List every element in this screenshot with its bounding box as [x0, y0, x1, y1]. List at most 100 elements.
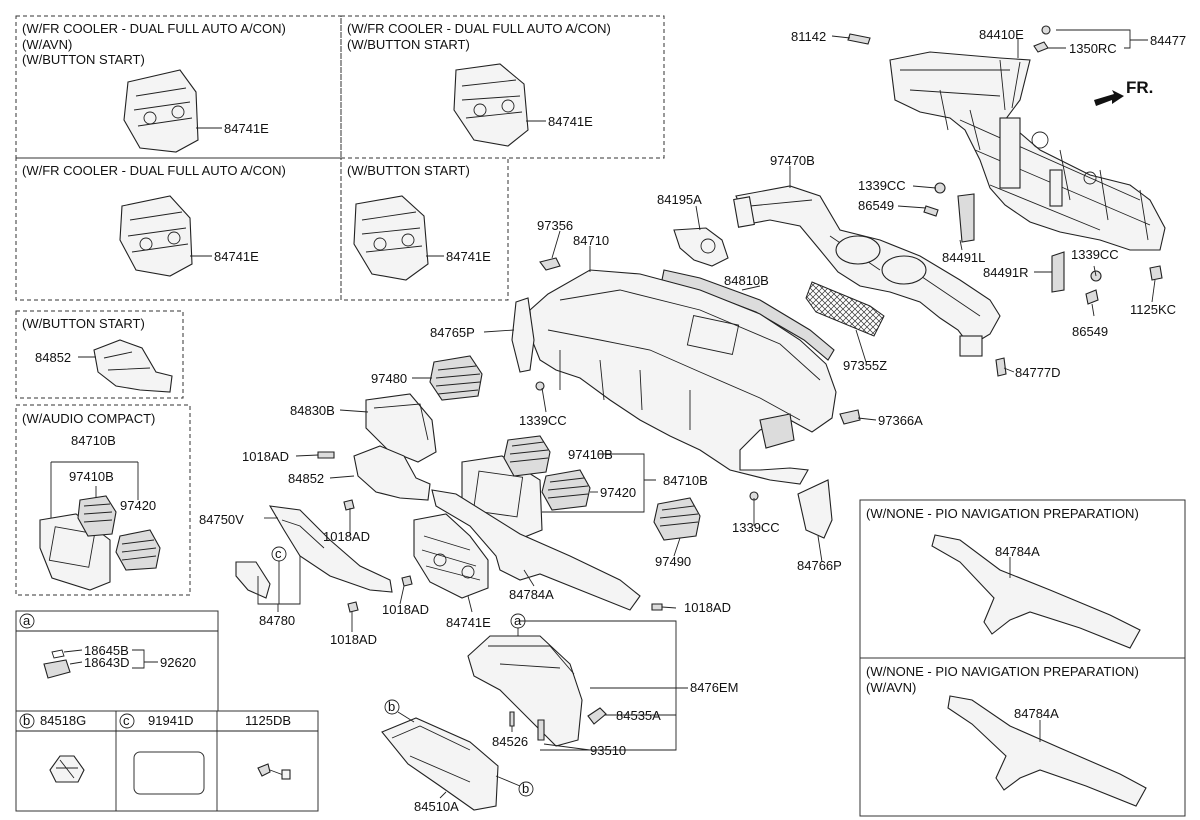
part-84526: 84526 — [492, 734, 528, 749]
center-vent-97420 — [541, 469, 591, 511]
box6-part-84710B: 84710B — [71, 433, 116, 448]
part-1018AD-3: 1018AD — [382, 602, 429, 617]
part-97355Z: 97355Z — [843, 358, 887, 373]
cluster-housing-84830B — [365, 393, 437, 463]
box3-caption-1: (W/FR COOLER - DUAL FULL AUTO A/CON) — [22, 163, 286, 178]
option-box-8: (W/NONE - PIO NAVIGATION PREPARATION) (W… — [859, 657, 1186, 817]
leader-lines — [257, 29, 1156, 799]
option-box-4: (W/BUTTON START) 84741E — [340, 157, 509, 301]
part-84741E: 84741E — [446, 615, 491, 630]
box8-caption-1: (W/NONE - PIO NAVIGATION PREPARATION) — [866, 664, 1139, 679]
box1-caption-2: (W/AVN) — [22, 37, 72, 52]
box5-caption-1: (W/BUTTON START) — [22, 316, 145, 331]
small-cover-84780 — [235, 561, 271, 599]
legend-a-symbol: a — [23, 613, 31, 628]
part-84710B: 84710B — [663, 473, 708, 488]
legend-part-91941D: 91941D — [148, 713, 194, 728]
legend-part-18643D: 18643D — [84, 655, 130, 670]
part-84784A: 84784A — [509, 587, 554, 602]
part-84830B: 84830B — [290, 403, 335, 418]
legend-table: a 18645B 18643D 92620 b 84518G c 91941D … — [15, 610, 319, 812]
vent-97490 — [653, 497, 701, 541]
box2-caption-2: (W/BUTTON START) — [347, 37, 470, 52]
part-97410B: 97410B — [568, 447, 613, 462]
box5-part-84852: 84852 — [35, 350, 71, 365]
option-box-7: (W/NONE - PIO NAVIGATION PREPARATION) 84… — [859, 499, 1186, 659]
box6-caption-1: (W/AUDIO COMPACT) — [22, 411, 155, 426]
part-84710: 84710 — [573, 233, 609, 248]
part-84780: 84780 — [259, 613, 295, 628]
lower-panel-84750V — [268, 505, 393, 593]
part-86549-right: 86549 — [1072, 324, 1108, 339]
option-box-2: (W/FR COOLER - DUAL FULL AUTO A/CON) (W/… — [340, 15, 665, 159]
glove-box-8476EM — [467, 635, 583, 747]
part-81142: 81142 — [791, 29, 826, 44]
glove-box-84510A — [381, 717, 499, 811]
option-box-3: (W/FR COOLER - DUAL FULL AUTO A/CON) 847… — [15, 157, 342, 301]
box6-part-97420: 97420 — [120, 498, 156, 513]
part-93510: 93510 — [590, 743, 626, 758]
part-1339CC-mid: 1339CC — [519, 413, 567, 428]
box7-caption-1: (W/NONE - PIO NAVIGATION PREPARATION) — [866, 506, 1139, 521]
callout-letters: c a b b — [275, 546, 529, 796]
part-84852: 84852 — [288, 471, 324, 486]
box1-caption-3: (W/BUTTON START) — [22, 52, 145, 67]
part-1018AD-5: 1018AD — [684, 600, 731, 615]
part-84410E: 84410E — [979, 27, 1024, 42]
part-84766P: 84766P — [797, 558, 842, 573]
legend-part-1125DB: 1125DB — [245, 713, 291, 728]
grille-97355Z — [805, 281, 885, 337]
part-84810B: 84810B — [724, 273, 769, 288]
part-1350RC: 1350RC — [1069, 41, 1117, 56]
part-84777D: 84777D — [1015, 365, 1061, 380]
legend-part-92620: 92620 — [160, 655, 196, 670]
part-1018AD-4: 1018AD — [330, 632, 377, 647]
part-84765P: 84765P — [430, 325, 475, 340]
part-84491L: 84491L — [942, 250, 985, 265]
crash-pad-84710 — [529, 257, 861, 501]
box1-part-84741E: 84741E — [224, 121, 269, 136]
box1-caption-1: (W/FR COOLER - DUAL FULL AUTO A/CON) — [22, 21, 286, 36]
callout-a: a — [514, 613, 522, 628]
box4-caption-1: (W/BUTTON START) — [347, 163, 470, 178]
box2-part-84741E: 84741E — [548, 114, 593, 129]
part-97470B: 97470B — [770, 153, 815, 168]
box7-part-84784A: 84784A — [995, 544, 1040, 559]
box2-caption-1: (W/FR COOLER - DUAL FULL AUTO A/CON) — [347, 21, 611, 36]
option-box-1: (W/FR COOLER - DUAL FULL AUTO A/CON) (W/… — [15, 15, 342, 159]
part-84477: 84477 — [1150, 33, 1186, 48]
garnish-84784A — [431, 489, 641, 611]
part-97480: 97480 — [371, 371, 407, 386]
box8-caption-2: (W/AVN) — [866, 680, 916, 695]
part-84195A: 84195A — [657, 192, 702, 207]
part-97420: 97420 — [600, 485, 636, 500]
part-1339CC-low: 1339CC — [732, 520, 780, 535]
part-84750V: 84750V — [199, 512, 244, 527]
part-86549-top: 86549 — [858, 198, 894, 213]
callout-b-2: b — [522, 781, 529, 796]
box8-part-84784A: 84784A — [1014, 706, 1059, 721]
part-97356: 97356 — [537, 218, 573, 233]
lower-cover-84852 — [353, 445, 431, 501]
part-8476EM: 8476EM — [690, 680, 738, 695]
box3-part-84741E: 84741E — [214, 249, 259, 264]
legend-b-symbol: b — [23, 713, 30, 728]
option-box-6: (W/AUDIO COMPACT) 84710B 97410B 97420 — [15, 404, 191, 596]
callout-b-1: b — [388, 699, 395, 714]
crossbar-assembly — [847, 25, 1166, 305]
legend-c-symbol: c — [123, 713, 130, 728]
part-84510A: 84510A — [414, 799, 459, 814]
part-84535A: 84535A — [616, 708, 661, 723]
part-1339CC-right: 1339CC — [1071, 247, 1119, 262]
part-97490: 97490 — [655, 554, 691, 569]
part-97366A: 97366A — [878, 413, 923, 428]
part-1339CC-top: 1339CC — [858, 178, 906, 193]
legend-part-84518G: 84518G — [40, 713, 86, 728]
part-1125KC: 1125KC — [1130, 302, 1176, 317]
front-direction-arrow: FR. — [1094, 78, 1153, 106]
part-1018AD-2: 1018AD — [323, 529, 370, 544]
callout-c: c — [275, 546, 282, 561]
part-1018AD-1: 1018AD — [242, 449, 289, 464]
side-panel-84765P — [511, 297, 535, 373]
